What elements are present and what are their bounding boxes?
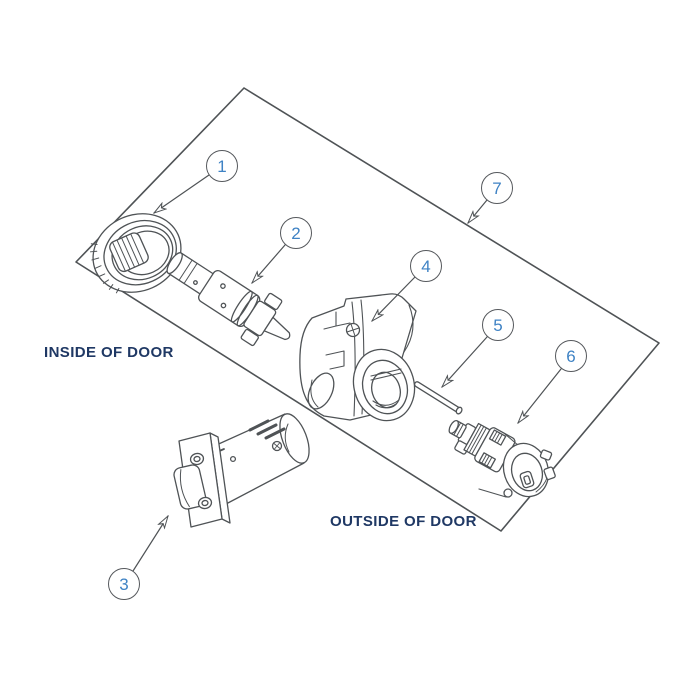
- part-6-outside-cylinder: [448, 419, 556, 498]
- callout-2: 2: [280, 217, 312, 249]
- leader-line-3: [132, 516, 168, 572]
- callout-leader-lines: [132, 174, 562, 572]
- leader-line-7: [468, 199, 488, 223]
- callout-3-number: 3: [119, 574, 129, 594]
- callout-5: 5: [482, 309, 514, 341]
- callout-4-number: 4: [421, 256, 431, 276]
- part-3-latch-assembly: [173, 413, 310, 528]
- callout-2-number: 2: [291, 223, 301, 243]
- callout-1: 1: [206, 150, 238, 182]
- part-4-lock-chassis: [299, 293, 417, 422]
- callout-4: 4: [410, 250, 442, 282]
- part-2-spindle: [166, 252, 291, 347]
- callout-7-number: 7: [492, 178, 502, 198]
- leader-line-2: [252, 244, 286, 283]
- label-outside-of-door: OUTSIDE OF DOOR: [330, 513, 477, 530]
- leader-line-5: [442, 336, 488, 387]
- leader-line-4: [372, 276, 416, 321]
- leader-line-6: [518, 368, 562, 423]
- part-5-pin: [413, 381, 463, 415]
- callout-1-number: 1: [217, 156, 227, 176]
- callout-6-number: 6: [566, 346, 576, 366]
- label-inside-of-door: INSIDE OF DOOR: [44, 344, 174, 361]
- callout-7: 7: [481, 172, 513, 204]
- leader-line-1: [154, 174, 210, 213]
- callout-5-number: 5: [493, 315, 503, 335]
- callout-3: 3: [108, 568, 140, 600]
- callout-6: 6: [555, 340, 587, 372]
- part-1-inside-cap: [89, 213, 182, 294]
